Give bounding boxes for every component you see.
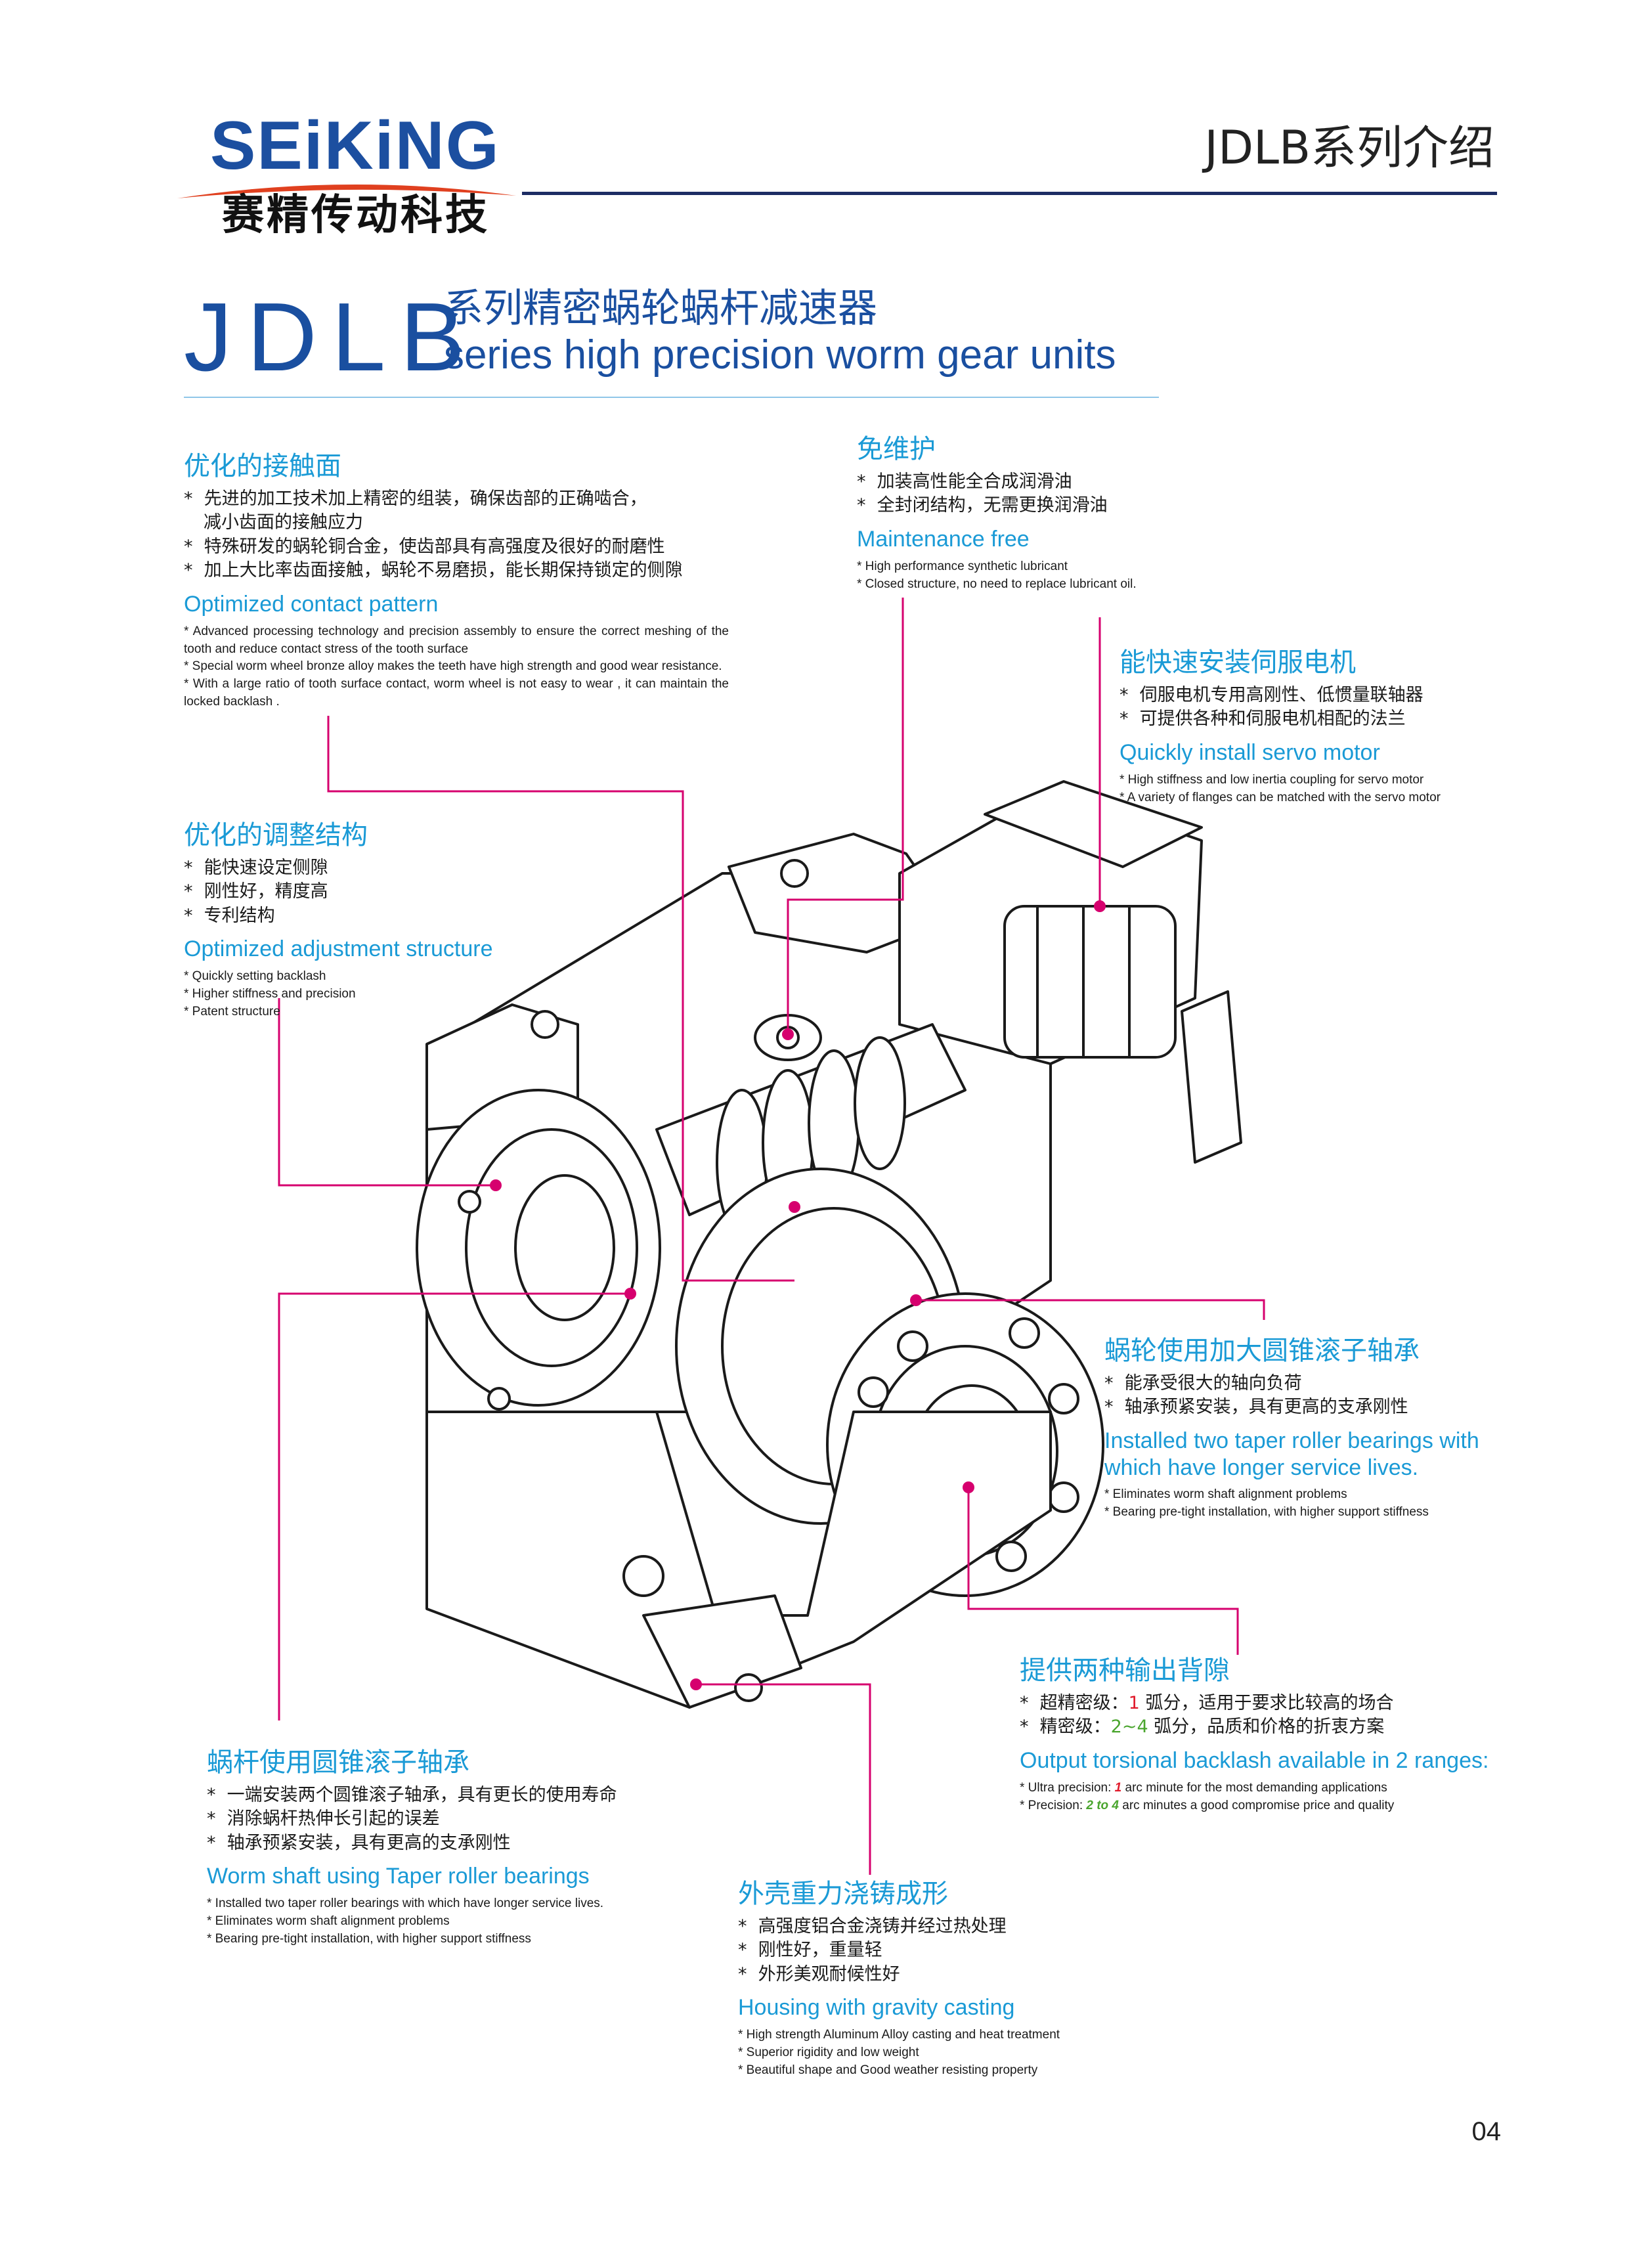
body-cn: * 加装高性能全合成润滑油 * 全封闭结构，无需更换润滑油 bbox=[857, 471, 1108, 516]
body-en: * High stiffness and low inertia couplin… bbox=[1119, 772, 1441, 804]
feature-contact-pattern: 优化的接触面 * 先进的加工技术加上精密的组装，确保齿部的正确啮合， 减小齿面的… bbox=[184, 450, 729, 711]
title-en: series high precision worm gear units bbox=[444, 332, 1116, 378]
heading-cn: 优化的调整结构 bbox=[184, 820, 368, 850]
heading-en: Optimized contact pattern bbox=[184, 591, 439, 617]
heading-cn: 外壳重力浇铸成形 bbox=[738, 1879, 948, 1909]
logo-swoosh-icon bbox=[177, 184, 516, 198]
feature-adjustment-structure: 优化的调整结构 * 能快速设定侧隙 * 刚性好，精度高 * 专利结构 Optim… bbox=[184, 820, 643, 1021]
heading-cn: 蜗杆使用圆锥滚子轴承 bbox=[207, 1747, 469, 1778]
feature-taper-bearings: 蜗轮使用加大圆锥滚子轴承 * 能承受很大的轴向负荷 * 轴承预紧安装，具有更高的… bbox=[1104, 1335, 1498, 1522]
body-en: * Advanced processing technology and pre… bbox=[184, 624, 729, 709]
feature-servo-motor: 能快速安装伺服电机 * 伺服电机专用高刚性、低惯量联轴器 * 可提供各种和伺服电… bbox=[1119, 647, 1513, 807]
section-title: JDLB系列介绍 bbox=[1204, 121, 1494, 175]
heading-cn: 提供两种输出背隙 bbox=[1020, 1655, 1230, 1686]
heading-cn: 免维护 bbox=[857, 434, 936, 464]
title-cn: 系列精密蜗轮蜗杆减速器 bbox=[444, 286, 877, 332]
heading-cn: 能快速安装伺服电机 bbox=[1119, 647, 1356, 678]
heading-cn: 蜗轮使用加大圆锥滚子轴承 bbox=[1104, 1336, 1420, 1366]
body-cn: * 高强度铝合金浇铸并经过热处理 * 刚性好，重量轻 * 外形美观耐候性好 bbox=[738, 1916, 1007, 1984]
heading-en: Worm shaft using Taper roller bearings bbox=[207, 1864, 590, 1889]
heading-en: Quickly install servo motor bbox=[1119, 739, 1380, 765]
heading-cn: 优化的接触面 bbox=[184, 451, 341, 481]
feature-maintenance-free: 免维护 * 加装高性能全合成润滑油 * 全封闭结构，无需更换润滑油 Mainte… bbox=[857, 433, 1264, 594]
brand-logo-text: SEiKiNG bbox=[210, 108, 500, 184]
body-en: * Ultra precision: 1 arc minute for the … bbox=[1020, 1780, 1395, 1812]
body-cn: * 先进的加工技术加上精密的组装，确保齿部的正确啮合， 减小齿面的接触应力 * … bbox=[184, 489, 683, 581]
body-en: * High performance synthetic lubricant *… bbox=[857, 559, 1137, 591]
heading-en: Housing with gravity casting bbox=[738, 1995, 1015, 2021]
body-en: * High strength Aluminum Alloy casting a… bbox=[738, 2028, 1060, 2078]
body-en: * Eliminates worm shaft alignment proble… bbox=[1104, 1487, 1429, 1520]
title-divider bbox=[184, 397, 1159, 398]
body-cn: * 能快速设定侧隙 * 刚性好，精度高 * 专利结构 bbox=[184, 858, 328, 926]
body-cn: * 一端安装两个圆锥滚子轴承，具有更长的使用寿命 * 消除蜗杆热伸长引起的误差 … bbox=[207, 1785, 617, 1853]
model-title: JDLB bbox=[184, 283, 479, 391]
header-divider bbox=[522, 192, 1497, 195]
body-en: * Quickly setting backlash * Higher stif… bbox=[184, 969, 356, 1019]
body-en: * Installed two taper roller bearings wi… bbox=[207, 1896, 604, 1946]
feature-housing-casting: 外壳重力浇铸成形 * 高强度铝合金浇铸并经过热处理 * 刚性好，重量轻 * 外形… bbox=[738, 1878, 1198, 2080]
body-cn: * 超精密级：1 弧分，适用于要求比较高的场合 * 精密级：2~4 弧分，品质和… bbox=[1020, 1693, 1394, 1738]
brand-logo-cn: 赛精传动科技 bbox=[222, 191, 490, 240]
body-cn: * 能承受很大的轴向负荷 * 轴承预紧安装，具有更高的支承刚性 bbox=[1104, 1373, 1408, 1418]
heading-en: Installed two taper roller bearings with… bbox=[1104, 1428, 1479, 1480]
body-cn: * 伺服电机专用高刚性、低惯量联轴器 * 可提供各种和伺服电机相配的法兰 bbox=[1119, 685, 1424, 730]
feature-output-backlash: 提供两种输出背隙 * 超精密级：1 弧分，适用于要求比较高的场合 * 精密级：2… bbox=[1020, 1655, 1506, 1815]
heading-en: Output torsional backlash available in 2… bbox=[1020, 1747, 1489, 1773]
page-number: 04 bbox=[1471, 2117, 1502, 2146]
heading-en: Optimized adjustment structure bbox=[184, 936, 493, 962]
feature-worm-shaft-bearings: 蜗杆使用圆锥滚子轴承 * 一端安装两个圆锥滚子轴承，具有更长的使用寿命 * 消除… bbox=[207, 1747, 706, 1948]
heading-en: Maintenance free bbox=[857, 526, 1030, 552]
